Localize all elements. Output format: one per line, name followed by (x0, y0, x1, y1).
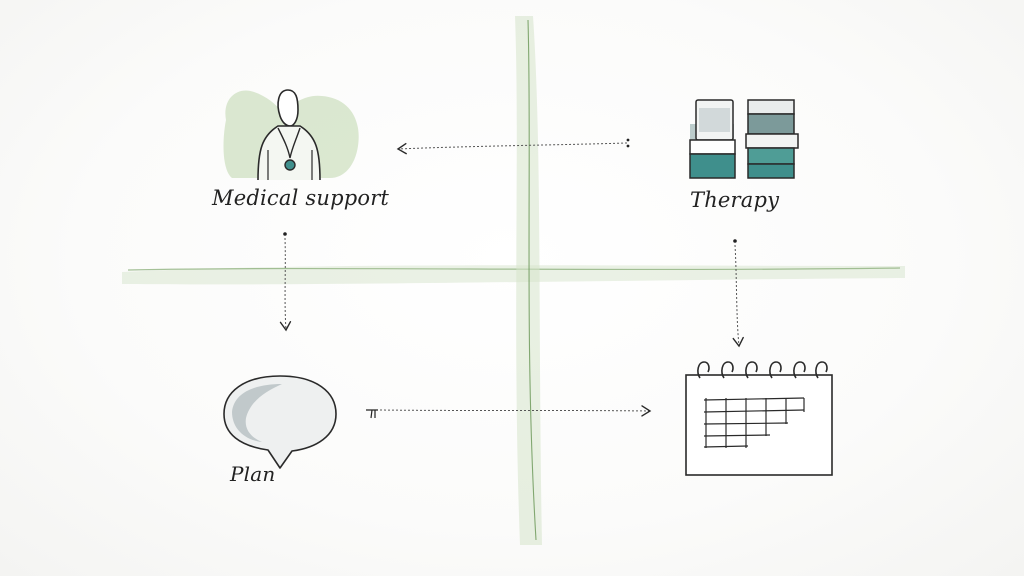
speech-bubble-icon (223, 375, 337, 469)
arrow-therapy-to-schedule (732, 239, 744, 348)
calendar-icon (685, 361, 833, 476)
arrow-plan-to-schedule (366, 405, 652, 419)
therapy-label: Therapy (690, 188, 780, 212)
arrow-therapy-to-medical-support (396, 138, 630, 155)
plan-label: Plan (230, 462, 276, 486)
arrow-medical-support-to-plan (279, 232, 292, 332)
medical-support-label: Medical support (212, 186, 390, 210)
vertical-axis (515, 16, 542, 545)
doctor-icon (223, 89, 359, 181)
horizontal-axis (122, 265, 905, 285)
pill-bottles-icon (689, 99, 799, 179)
